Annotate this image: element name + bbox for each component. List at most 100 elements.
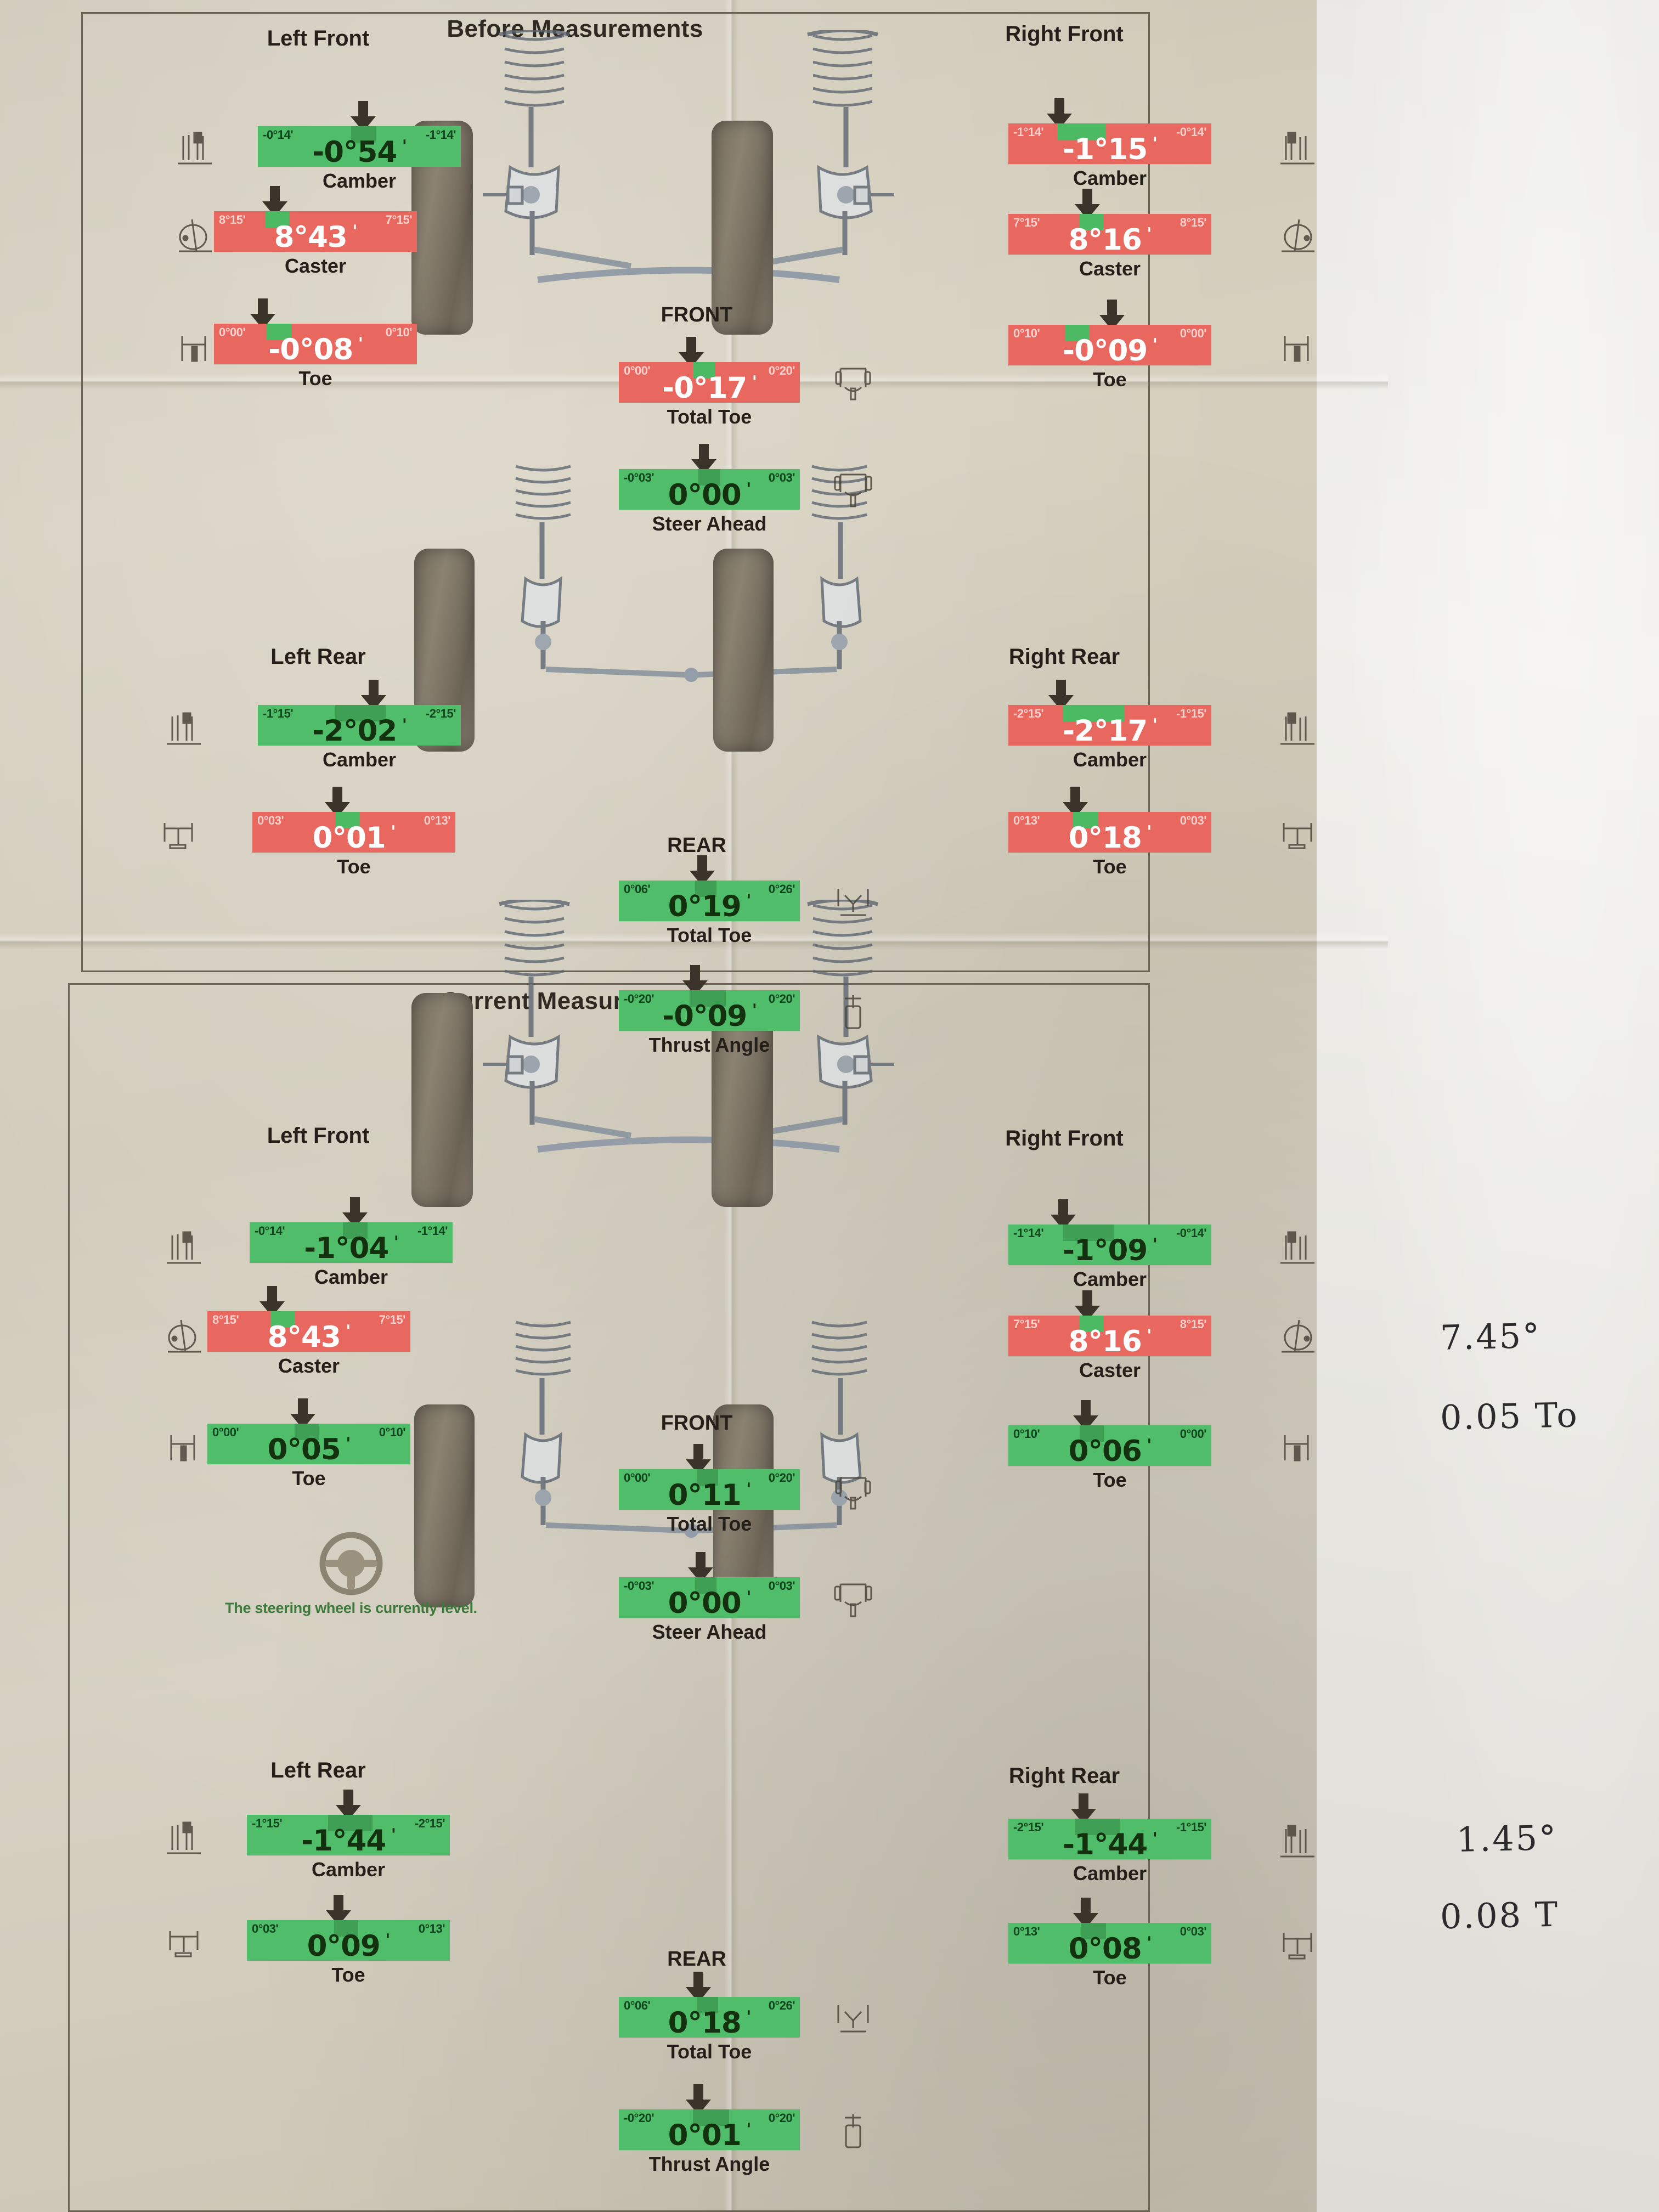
- measurement-value: 0°00 ': [668, 478, 752, 510]
- spec-max: 7°15': [385, 213, 413, 227]
- front-right-tire-before: [712, 121, 773, 335]
- spec-max: -1°15': [1176, 707, 1207, 720]
- gauge-before-left-front-camber: -0°14' -1°14' -0°54 ' Camber: [258, 101, 461, 193]
- spec-min: -2°15': [1013, 707, 1044, 720]
- spec-max: 0°03': [1180, 814, 1207, 827]
- pointer-arrow-icon: [324, 1895, 353, 1926]
- caption-camber: Camber: [1073, 748, 1147, 771]
- spec-max: 0°20': [768, 1471, 795, 1485]
- pointer-arrow-icon: [1071, 1400, 1101, 1431]
- label-right-rear-current: Right Rear: [1008, 1764, 1120, 1788]
- pointer-arrow-icon: [680, 965, 710, 996]
- camber-pictogram-icon: [1278, 1820, 1317, 1861]
- spec-max: 0°20': [768, 2111, 795, 2125]
- handwritten-note-camber-deg: 1.45°: [1456, 1818, 1558, 1860]
- measurement-value: 0°09 ': [307, 1929, 391, 1961]
- measurement-bar: 0°06' 0°26' 0°19 ': [619, 881, 800, 921]
- measurement-bar: 0°00' 0°10' -0°08 ': [214, 324, 417, 364]
- bar-notch: [695, 1577, 717, 1594]
- gauge-before-right-rear-toe: 0°13' 0°03' 0°18 ' Toe: [1008, 787, 1211, 878]
- bar-notch: [334, 1920, 359, 1937]
- caption-camber: Camber: [1073, 167, 1147, 189]
- caster-pictogram-icon: [165, 1316, 203, 1356]
- measurement-value: 0°05 ': [267, 1433, 351, 1464]
- pointer-arrow-icon: [1045, 98, 1074, 129]
- spec-min: -0°03': [624, 471, 654, 484]
- measurement-bar: 7°15' 8°15' 8°16 ': [1008, 1316, 1211, 1356]
- measurement-value: 0°18 ': [668, 2006, 752, 2038]
- spec-min: 0°03': [252, 1922, 279, 1936]
- caption-toe: Toe: [1093, 1469, 1127, 1491]
- measurement-value: 0°11 ': [668, 1479, 752, 1510]
- spec-min: 0°10': [1013, 326, 1040, 340]
- caption-toe: Toe: [337, 855, 371, 878]
- bar-notch: [696, 1997, 719, 2013]
- caption-camber: Camber: [1073, 1862, 1147, 1884]
- bar-notch: [698, 469, 720, 486]
- pointer-arrow-icon: [348, 101, 378, 132]
- pointer-arrow-icon: [1060, 787, 1090, 817]
- bar-notch: [1073, 812, 1098, 828]
- measurement-bar: 0°10' 0°00' 0°06 ': [1008, 1425, 1211, 1466]
- spec-max: 0°20': [768, 364, 795, 377]
- measurement-bar: -0°03' 0°03' 0°00 ': [619, 469, 800, 510]
- bar-notch: [270, 1311, 295, 1328]
- vehicle-top-view-icon: [834, 1471, 872, 1512]
- measurement-value: -1°15 ': [1063, 133, 1158, 164]
- pointer-arrow-icon: [686, 1552, 715, 1583]
- measurement-value: -0°54 ': [312, 136, 407, 167]
- pointer-arrow-icon: [684, 1972, 713, 2002]
- before-measurements-title: Before Measurements: [447, 15, 703, 42]
- toe-pictogram-icon: [1278, 1427, 1317, 1468]
- spec-max: 0°26': [768, 1999, 795, 2012]
- measurement-bar: -0°20' 0°20' -0°09 ': [619, 990, 800, 1031]
- label-right-rear-before: Right Rear: [1008, 645, 1120, 669]
- pointer-arrow-icon: [689, 444, 719, 475]
- spec-min: 7°15': [1013, 1317, 1040, 1331]
- caster-pictogram-icon: [1278, 215, 1317, 256]
- gauge-current-left-front-camber: -0°14' -1°14' -1°04 ' Camber: [250, 1197, 453, 1289]
- caption-camber: Camber: [311, 1858, 386, 1881]
- spec-min: 0°00': [212, 1425, 239, 1439]
- pointer-arrow-icon: [248, 298, 278, 329]
- caption-camber: Camber: [314, 1266, 388, 1288]
- front-suspension-diagram-before: [400, 28, 977, 337]
- bar-notch: [1057, 123, 1106, 140]
- vehicle-top-view-icon: [834, 469, 872, 510]
- measurement-bar: 0°06' 0°26' 0°18 ': [619, 1997, 800, 2038]
- spec-max: -2°15': [425, 707, 456, 720]
- caption-total-toe: Total Toe: [667, 405, 752, 428]
- spec-max: -1°15': [1176, 1820, 1207, 1834]
- label-left-front-current: Left Front: [267, 1124, 370, 1148]
- bar-notch: [1079, 214, 1104, 230]
- pointer-arrow-icon: [340, 1197, 370, 1228]
- caption-thrust-angle: Thrust Angle: [648, 1034, 770, 1056]
- measurement-bar: 0°00' 0°20' 0°11 ': [619, 1469, 800, 1510]
- gauge-current-right-rear-camber: -2°15' -1°15' -1°44 ' Camber: [1008, 1793, 1211, 1885]
- spec-max: 7°15': [379, 1313, 406, 1327]
- gauge-current-rear-total-toe: 0°06' 0°26' 0°18 ' Total Toe: [619, 1972, 800, 2063]
- bar-notch: [343, 1222, 368, 1239]
- spec-min: 0°06': [624, 882, 651, 896]
- rear-right-tire-before: [713, 549, 774, 752]
- spec-max: -2°15': [414, 1816, 445, 1830]
- measurement-value: -1°09 ': [1063, 1234, 1158, 1265]
- front-suspension-diagram-current: [400, 898, 977, 1207]
- caption-toe: Toe: [331, 1963, 365, 1986]
- spec-min: -0°20': [624, 992, 654, 1006]
- bar-notch: [1081, 1923, 1106, 1939]
- measurement-value: 0°06 ': [1068, 1435, 1152, 1466]
- pointer-arrow-icon: [684, 1444, 713, 1475]
- camber-pictogram-icon: [1278, 1227, 1317, 1267]
- camber-pictogram-icon: [165, 1227, 203, 1267]
- caption-camber: Camber: [1073, 1268, 1147, 1290]
- label-left-rear-before: Left Rear: [270, 645, 366, 669]
- caption-camber: Camber: [322, 170, 397, 192]
- measurement-value: -1°44 ': [1063, 1828, 1158, 1859]
- measurement-value: -1°44 ': [301, 1824, 396, 1855]
- spec-min: 0°00': [624, 364, 651, 377]
- measurement-bar: 8°15' 7°15' 8°43 ': [214, 211, 417, 252]
- caption-steer-ahead: Steer Ahead: [652, 1621, 767, 1643]
- rear-total-toe-pictogram-icon: [834, 882, 872, 923]
- gauge-before-right-rear-camber: -2°15' -1°15' -2°17 ' Camber: [1008, 680, 1211, 771]
